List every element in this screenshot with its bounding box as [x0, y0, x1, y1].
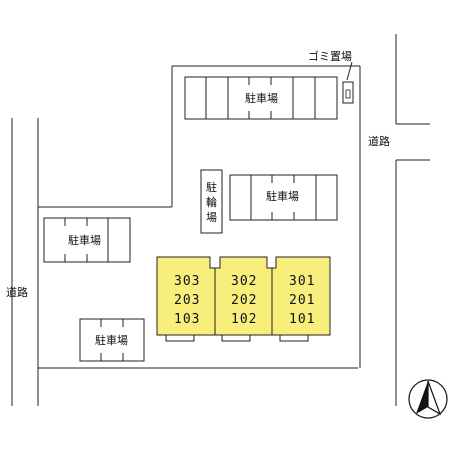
unit-303: 303	[174, 274, 200, 289]
unit-102: 102	[231, 312, 257, 327]
garbage-leader	[346, 61, 353, 81]
parking-top: 駐車場	[184, 76, 338, 120]
unit-column-2: 302 202 102	[231, 274, 257, 327]
parking-left-label: 駐車場	[68, 233, 101, 247]
bicycle-parking-char-1: 駐	[206, 180, 217, 194]
unit-column-1: 303 203 103	[174, 274, 200, 327]
unit-201: 201	[289, 293, 315, 308]
parking-middle: 駐車場	[229, 174, 338, 221]
parking-bottom: 駐車場	[79, 318, 145, 362]
unit-203: 203	[174, 293, 200, 308]
road-right-label: 道路	[368, 134, 390, 148]
unit-103: 103	[174, 312, 200, 327]
parking-bottom-label: 駐車場	[95, 333, 128, 347]
garbage-area-label: ゴミ置場	[308, 49, 352, 63]
parking-left: 駐車場	[43, 217, 131, 263]
unit-301: 301	[289, 274, 315, 289]
bicycle-parking-char-3: 場	[206, 211, 217, 224]
parking-middle-label: 駐車場	[266, 189, 299, 203]
building-outline	[156, 256, 331, 336]
unit-202: 202	[231, 293, 257, 308]
parking-top-label: 駐車場	[245, 91, 278, 105]
unit-101: 101	[289, 312, 315, 327]
road-right	[395, 34, 430, 406]
bicycle-parking: 駐 輪 場	[200, 169, 223, 234]
bicycle-parking-char-2: 輪	[206, 195, 217, 209]
unit-column-3: 301 201 101	[289, 274, 315, 327]
lot-boundary	[37, 65, 361, 406]
garbage-area	[342, 81, 354, 104]
unit-302: 302	[231, 274, 257, 289]
north-arrow-icon	[408, 379, 448, 419]
apartment-building: 303 203 103 302 202 102 301 201 101	[156, 256, 331, 342]
road-left-label: 道路	[6, 285, 28, 299]
